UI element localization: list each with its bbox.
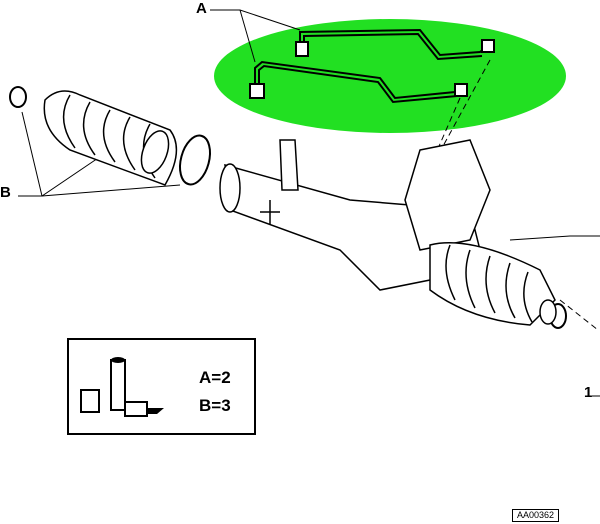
callout-label-a: A: [196, 0, 207, 17]
boot-right: [429, 242, 557, 326]
callout-label-part-1: 1: [584, 384, 593, 401]
quantity-a: A=2: [199, 368, 231, 387]
highlight-ellipse: [214, 19, 566, 133]
reference-code: AA00362: [512, 509, 560, 522]
spare-parts-icon: [80, 357, 164, 417]
rack-housing: [219, 139, 491, 291]
boot-left: [43, 90, 178, 186]
quantity-b: B=3: [199, 396, 231, 415]
quantity-box: A=2 B=3: [67, 338, 256, 435]
pipes-a: [249, 28, 495, 104]
callout-label-b: B: [0, 184, 11, 201]
